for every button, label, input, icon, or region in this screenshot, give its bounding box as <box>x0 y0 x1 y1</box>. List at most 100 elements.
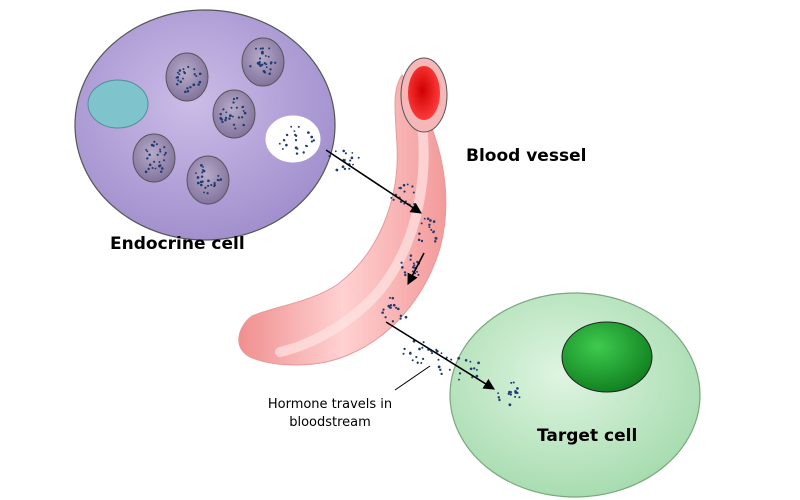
hormone-dot <box>341 165 345 169</box>
hormone-dot <box>175 83 179 86</box>
label-endocrine-cell: Endocrine cell <box>110 234 245 254</box>
target-nucleus <box>561 321 653 393</box>
hormone-dot <box>440 372 443 376</box>
hormone-dot <box>448 368 451 371</box>
hormone-dot <box>187 90 189 93</box>
hormone-dot <box>508 403 512 407</box>
exocytosis-vesicle <box>265 115 321 163</box>
hormone-dot <box>396 307 400 311</box>
hormone-dot <box>232 101 235 104</box>
hormone-dot <box>430 352 434 355</box>
label-hormone-line2: bloodstream <box>289 415 371 430</box>
hormone-dot <box>222 108 225 111</box>
hormone-dot <box>268 72 271 76</box>
hormone-dot <box>285 143 288 147</box>
hormone-dot <box>473 367 476 370</box>
granule <box>212 89 256 139</box>
hormone-dot <box>195 74 198 78</box>
hormone-dot <box>411 185 414 188</box>
hormone-dot <box>235 106 238 109</box>
hormone-dot <box>146 150 149 153</box>
hormone-dot <box>305 145 308 148</box>
hormone-dot <box>390 196 393 199</box>
hormone-dot <box>350 156 354 160</box>
hormone-dot <box>232 97 236 101</box>
hormone-dot <box>432 220 436 223</box>
hormone-dot <box>432 230 435 234</box>
hormone-dot <box>334 150 337 153</box>
hormone-dot <box>302 151 305 154</box>
hormone-dot <box>428 223 431 227</box>
label-hormone-line1: Hormone travels in <box>268 397 392 412</box>
hormone-dot <box>200 164 203 167</box>
label-target-cell: Target cell <box>537 426 637 446</box>
hormone-dot <box>310 135 314 139</box>
hormone-dot <box>196 176 200 179</box>
hormone-dot <box>450 358 453 361</box>
target-cell-body <box>449 292 701 498</box>
hormone-dot <box>158 164 161 168</box>
hormone-dot <box>186 87 189 90</box>
hormone-dot <box>206 192 209 195</box>
hormone-dot <box>202 169 206 173</box>
hormone-dot <box>237 116 241 119</box>
hormone-dot <box>265 63 268 66</box>
hormone-dot <box>426 217 430 220</box>
hormone-dot <box>510 391 513 393</box>
hormone-dot <box>435 237 438 240</box>
hormone-dot <box>357 156 360 159</box>
hormone-dot <box>244 112 247 115</box>
hormone-dot <box>176 75 180 79</box>
hormone-dot <box>200 175 204 178</box>
hormone-dot <box>415 355 418 359</box>
label-blood-vessel: Blood vessel <box>466 146 586 166</box>
hormone-dot <box>179 80 182 84</box>
hormone-dot <box>342 158 345 161</box>
hormone-dot <box>403 202 406 205</box>
hormone-dot <box>155 143 158 146</box>
hormone-dot <box>469 360 472 363</box>
hormone-dot <box>242 105 245 108</box>
hormone-dot <box>352 163 354 166</box>
hormone-dot <box>148 163 152 167</box>
blood-vessel <box>238 57 448 366</box>
hormone-dot <box>159 150 162 153</box>
hormone-dot <box>224 116 228 120</box>
hormone-dot <box>258 61 261 64</box>
hormone-dot <box>518 396 521 399</box>
hormone-dot <box>199 183 203 187</box>
hormone-dot <box>177 79 180 82</box>
hormone-dot <box>293 130 296 133</box>
hormone-dot <box>439 368 442 371</box>
hormone-dot <box>416 270 419 273</box>
hormone-dot <box>297 125 300 128</box>
hormone-dot <box>403 271 407 274</box>
hormone-dot <box>406 183 409 186</box>
hormone-dot <box>389 303 393 307</box>
hormone-dot <box>204 186 207 189</box>
hormone-dot <box>176 71 179 74</box>
blood-vessel-body <box>238 74 447 366</box>
hormone-dot <box>220 118 223 121</box>
hormone-dot <box>242 109 245 112</box>
hormone-dot <box>146 157 149 160</box>
hormone-dot <box>514 390 517 393</box>
hormone-dot <box>418 347 421 351</box>
hormone-dot <box>198 80 202 84</box>
hormone-dot <box>395 306 398 309</box>
hormone-dot <box>197 83 200 86</box>
hormone-dot <box>342 149 345 153</box>
hormone-dot <box>413 264 416 267</box>
hormone-dot <box>159 170 163 173</box>
hormone-dot <box>307 131 310 134</box>
hormone-dot <box>433 240 437 243</box>
hormone-dot <box>207 179 210 183</box>
hormone-dot <box>399 186 402 190</box>
hormone-dot <box>458 372 462 375</box>
hormone-dot <box>261 50 264 54</box>
hormone-dot <box>404 273 407 277</box>
granule <box>165 52 209 102</box>
hormone-dot <box>457 356 461 360</box>
hormone-dot <box>249 65 252 68</box>
